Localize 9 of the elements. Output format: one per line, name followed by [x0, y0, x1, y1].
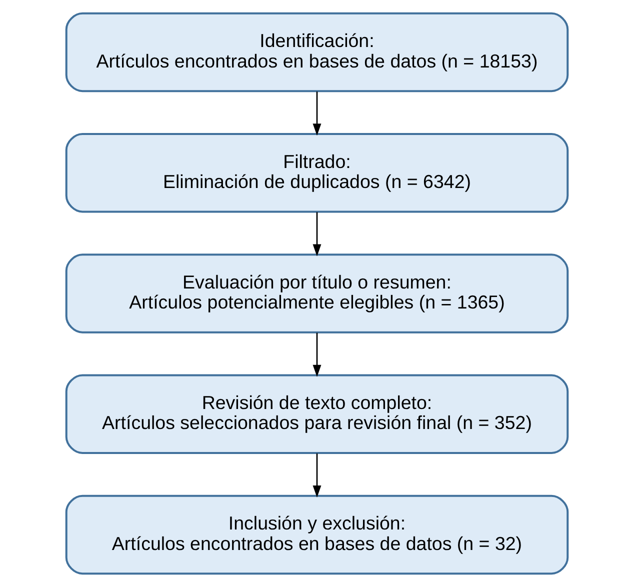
node-box: Filtrado: Eliminación de duplicados (n = 6342): [65, 133, 569, 213]
arrow: [312, 92, 322, 136]
node-box: Revisión de texto completo: Artículos seleccionados para revisión final (n = 352): [65, 374, 569, 454]
node-box: Evaluación por título o resumen: Artículos potencialmente elegibles (n = 1365): [65, 254, 569, 334]
arrow: [312, 332, 322, 377]
arrow: [312, 212, 322, 256]
node-box: Identificación: Artículos encontrados en bases de datos (n = 18153): [65, 12, 569, 92]
arrow: [312, 453, 322, 498]
node-box: Inclusión y exclusión: Artículos encontrados en bases de datos (n = 32): [65, 494, 569, 575]
